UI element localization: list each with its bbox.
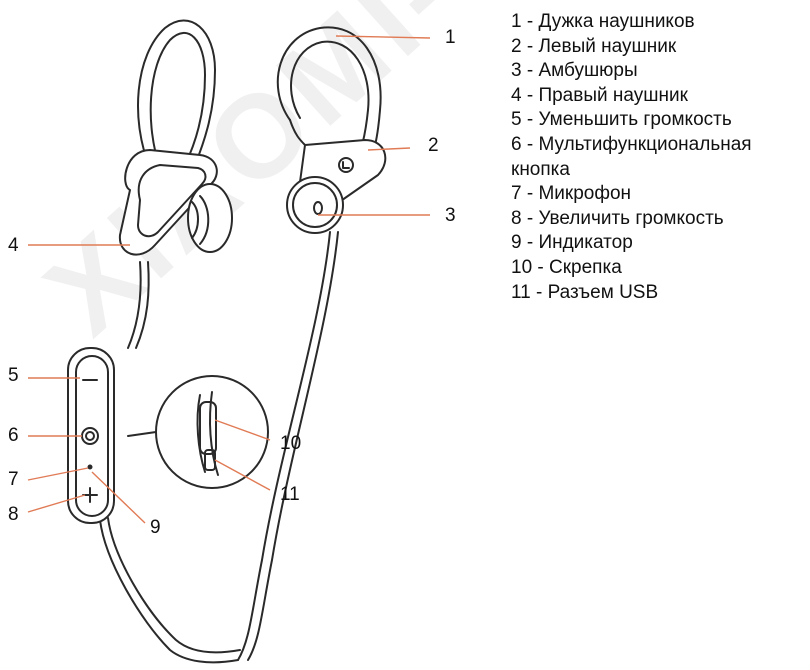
legend-item-2: 2 - Левый наушник — [511, 35, 806, 60]
callout-3: 3 — [445, 206, 456, 225]
callout-10: 10 — [280, 434, 301, 453]
legend-item-11: 11 - Разъем USB — [511, 281, 806, 306]
callout-2: 2 — [428, 136, 439, 155]
legend-item-10: 10 - Скрепка — [511, 256, 806, 281]
legend-item-8: 8 - Увеличить громкость — [511, 207, 806, 232]
legend: 1 - Дужка наушников 2 - Левый наушник 3 … — [511, 10, 806, 305]
callout-9: 9 — [150, 518, 161, 537]
legend-item-6: 6 - Мультифункциональная кнопка — [511, 133, 806, 182]
legend-item-5: 5 - Уменьшить громкость — [511, 108, 806, 133]
right-ear-hook — [138, 20, 215, 168]
legend-item-4: 4 - Правый наушник — [511, 84, 806, 109]
legend-item-3: 3 - Амбушюры — [511, 59, 806, 84]
legend-item-9: 9 - Индикатор — [511, 231, 806, 256]
left-earphone-body — [287, 140, 385, 233]
callout-4: 4 — [8, 236, 19, 255]
callout-7: 7 — [8, 470, 19, 489]
callout-1: 1 — [445, 28, 456, 47]
legend-item-1: 1 - Дужка наушников — [511, 10, 806, 35]
callout-5: 5 — [8, 366, 19, 385]
callout-8: 8 — [8, 505, 19, 524]
right-earphone-body — [120, 150, 232, 255]
leader-1 — [336, 36, 430, 38]
callout-6: 6 — [8, 426, 19, 445]
legend-item-7: 7 - Микрофон — [511, 182, 806, 207]
callout-11: 11 — [280, 485, 300, 504]
